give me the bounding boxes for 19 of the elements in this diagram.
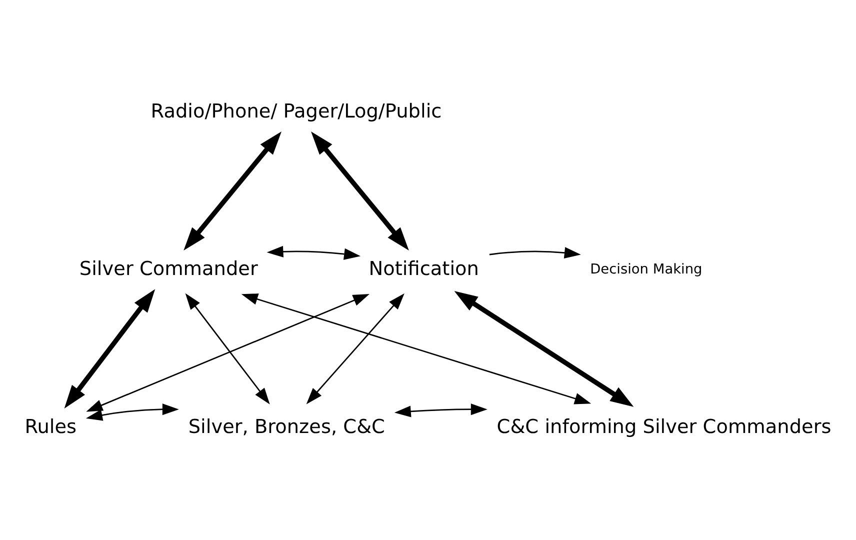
arrow — [489, 247, 581, 258]
arrow — [64, 289, 156, 408]
arrow — [394, 404, 488, 418]
node-text: Notification — [368, 257, 479, 280]
node-text: Silver Commander — [79, 257, 258, 280]
node-text: Decision Making — [590, 261, 702, 278]
arrow — [241, 294, 592, 404]
arrow — [454, 290, 634, 407]
node-text: Radio/Phone/ Pager/Log/Public — [150, 99, 442, 122]
arrow — [86, 404, 179, 421]
node-text: Silver, Bronzes, C&C — [188, 414, 385, 438]
arrow — [306, 293, 404, 404]
arrow — [185, 293, 270, 404]
node-text: C&C informing Silver Commanders — [496, 414, 832, 438]
arrow — [184, 131, 282, 250]
arrow — [311, 131, 409, 250]
arrow — [266, 246, 361, 260]
arrow — [86, 294, 370, 412]
node-text: Rules — [24, 414, 77, 438]
